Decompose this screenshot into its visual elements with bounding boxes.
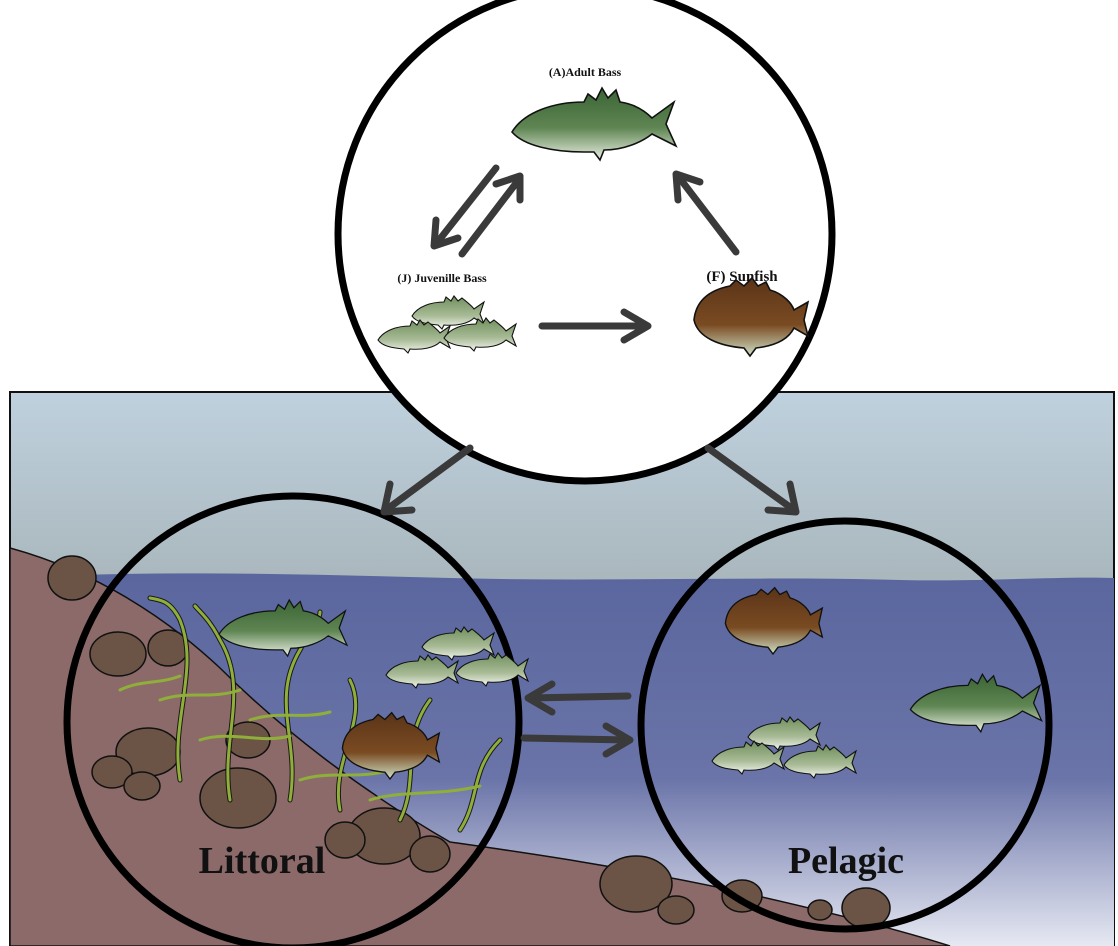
habitat-link-arrows: [380, 444, 800, 516]
pelagic-zone: Pelagic: [637, 517, 1053, 933]
rocks: [47, 555, 891, 929]
arrow-juvenile-to-sunfish: [538, 308, 652, 344]
arrow-littoral-to-pelagic: [520, 722, 634, 758]
adult-bass-label: (A)Adult Bass: [549, 65, 622, 79]
food-web-circle: [334, 0, 836, 485]
juvenile-bass-label: (J) Juvenille Bass: [397, 271, 487, 285]
sunfish-label: (F) Sunfish: [706, 269, 778, 285]
arrow-to-littoral: [380, 444, 474, 516]
food-web-arrows: [430, 164, 740, 344]
littoral-zone: Littoral: [63, 492, 529, 946]
habitat-exchange-arrows: [520, 680, 634, 758]
arrow-to-pelagic: [704, 444, 800, 516]
pelagic-circle: [637, 517, 1053, 933]
arrow-pelagic-to-littoral: [524, 680, 632, 716]
lake-scene: [9, 391, 1115, 946]
arrow-juvenile-to-adult: [458, 172, 524, 258]
food-web-zone: (A)Adult Bass (J) Juvenille Bass (F) Sun…: [334, 0, 836, 485]
pelagic-label: Pelagic: [788, 840, 904, 882]
littoral-circle: [63, 492, 523, 946]
arrow-sunfish-to-adult: [672, 170, 740, 256]
littoral-label: Littoral: [199, 840, 326, 882]
arrow-adult-to-juvenile: [430, 164, 500, 250]
